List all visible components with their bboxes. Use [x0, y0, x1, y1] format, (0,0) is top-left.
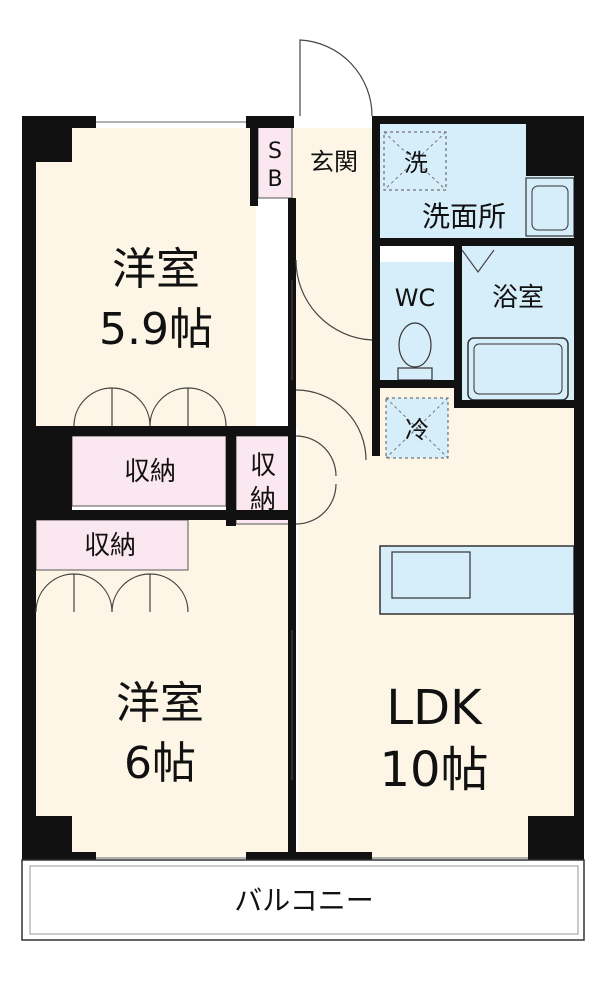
western-room-1-floor — [36, 128, 256, 426]
shoe-box-line2: B — [267, 167, 282, 192]
shoe-box-area — [257, 125, 293, 199]
wall-right — [574, 116, 584, 858]
wall-bottom-mid — [246, 852, 372, 860]
wall-fridge-left — [372, 384, 380, 456]
walls — [22, 116, 584, 860]
western-room-2-size: 6帖 — [124, 738, 196, 789]
entrance-floor — [292, 128, 372, 200]
entrance-door-swing — [299, 39, 373, 117]
bathtub-inner — [473, 343, 563, 395]
kitchen-sink-icon — [391, 551, 471, 599]
wash-basin-bowl — [531, 185, 569, 231]
balcony-rail — [29, 865, 579, 935]
storage-2-area — [235, 435, 291, 525]
wall-left-upper — [22, 116, 36, 426]
western-room-1-size: 5.9帖 — [99, 304, 213, 355]
storage2-doors — [295, 435, 337, 525]
wall-wet-left — [372, 116, 380, 384]
corner-block-tl — [22, 116, 72, 162]
room1-closet-doors — [73, 387, 227, 427]
bathtub-icon — [467, 337, 569, 401]
wall-room1-bottom — [22, 426, 294, 436]
hall-door-swing — [295, 259, 373, 341]
storage-1-name: 収納 — [124, 457, 176, 487]
room2-closet-doors — [35, 573, 189, 613]
western-room-2-name: 洋室 — [116, 678, 204, 729]
wall-toilet-right — [454, 238, 462, 408]
storage-2-line2: 納 — [250, 485, 276, 515]
balcony-area — [21, 859, 585, 941]
wall-wet-horiz — [372, 238, 584, 246]
entrance-name: 玄関 — [310, 148, 358, 176]
ldk-door-swing — [295, 389, 367, 461]
wall-bottom-left — [22, 852, 96, 860]
bath-door — [461, 249, 495, 274]
toilet-name: WC — [395, 284, 436, 312]
ldk-name: LDK — [386, 680, 483, 736]
wall-bottom-right — [528, 852, 584, 860]
washer-label: 洗 — [404, 149, 428, 177]
fridge-cross-2 — [385, 397, 449, 459]
wall-shoebox-left — [250, 116, 258, 206]
wall-room2-top — [22, 510, 294, 520]
corner-block-bl — [22, 816, 72, 858]
corner-block-br — [528, 816, 584, 858]
western-room-1-name: 洋室 — [112, 244, 200, 295]
wall-toilet-bottom — [372, 380, 462, 388]
toilet-bowl-icon — [398, 322, 432, 368]
ldk-floor — [298, 384, 574, 858]
wall-hall-left — [288, 198, 296, 858]
balcony-name: バルコニー — [234, 884, 373, 917]
wall-bath-bottom — [454, 400, 584, 408]
wall-storage-divider — [226, 426, 236, 526]
wall-left-lower — [22, 426, 36, 858]
shoe-box-line1: S — [268, 139, 282, 164]
storage-2-line1: 収 — [250, 451, 276, 481]
washer-cross-2 — [383, 131, 447, 191]
bathroom-name: 浴室 — [492, 283, 544, 313]
doors — [35, 39, 495, 780]
storage-3-name: 収納 — [84, 531, 136, 561]
corner-block-tr — [526, 116, 584, 176]
wall-top-right — [372, 116, 584, 124]
fridge-label: 冷 — [405, 416, 429, 444]
washroom-name: 洗面所 — [422, 200, 506, 233]
ldk-size: 10帖 — [379, 742, 488, 798]
corner-block-ml — [22, 426, 72, 514]
